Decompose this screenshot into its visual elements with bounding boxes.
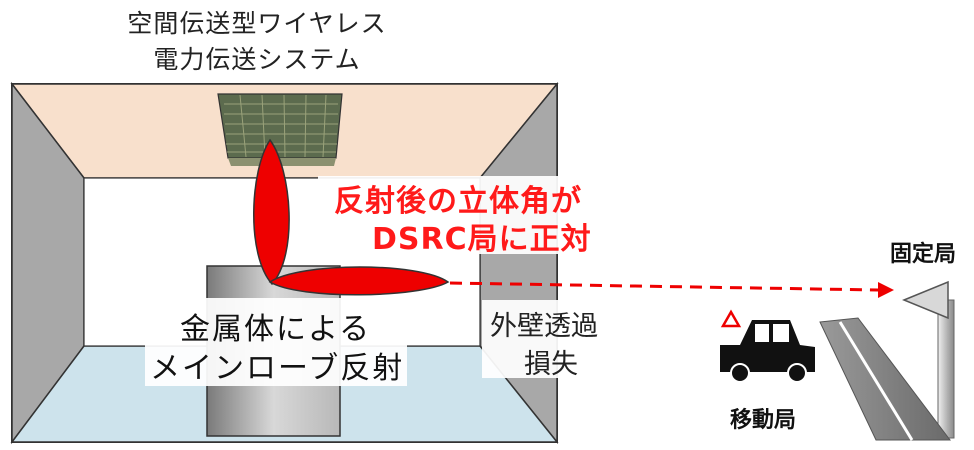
reflection-label-box [318,176,608,254]
dsrc-arrow-head [878,282,894,298]
wall-loss-label-line1: 外壁透過 [490,311,598,342]
mobile-car-icon [720,309,815,383]
mobile-antenna-icon [720,309,742,328]
wall-loss-label-line2: 損失 [524,349,578,380]
mobile-station-label: 移動局 [730,408,797,433]
panel-edge [228,158,336,166]
reflection-label-line1: 反射後の立体角が [334,184,582,219]
wall-loss-label-box [482,300,624,378]
road [819,317,952,441]
fixed-station [902,280,955,439]
dsrc-direction-arrow [449,281,879,292]
panel-grid [224,94,338,158]
road-center-line [838,321,914,441]
fixed-station-label: 固定局 [890,242,957,267]
incident-beam-lobe [253,138,290,286]
main-lobe-label-line1: 金属体による [180,312,372,347]
fixed-station-pole [937,299,955,439]
fixed-station-antenna-icon [902,280,949,320]
system-title-line1: 空間伝送型ワイヤレス [127,9,387,38]
reflected-beam-lobe [268,266,450,296]
system-title-line2: 電力伝送システム [153,45,361,74]
main-lobe-label-line2: メインローブ反射 [150,351,405,386]
transmitter-panel [217,93,343,166]
reflection-label-line2: DSRC局に正対 [372,222,592,257]
main-lobe-label-box [145,298,407,386]
